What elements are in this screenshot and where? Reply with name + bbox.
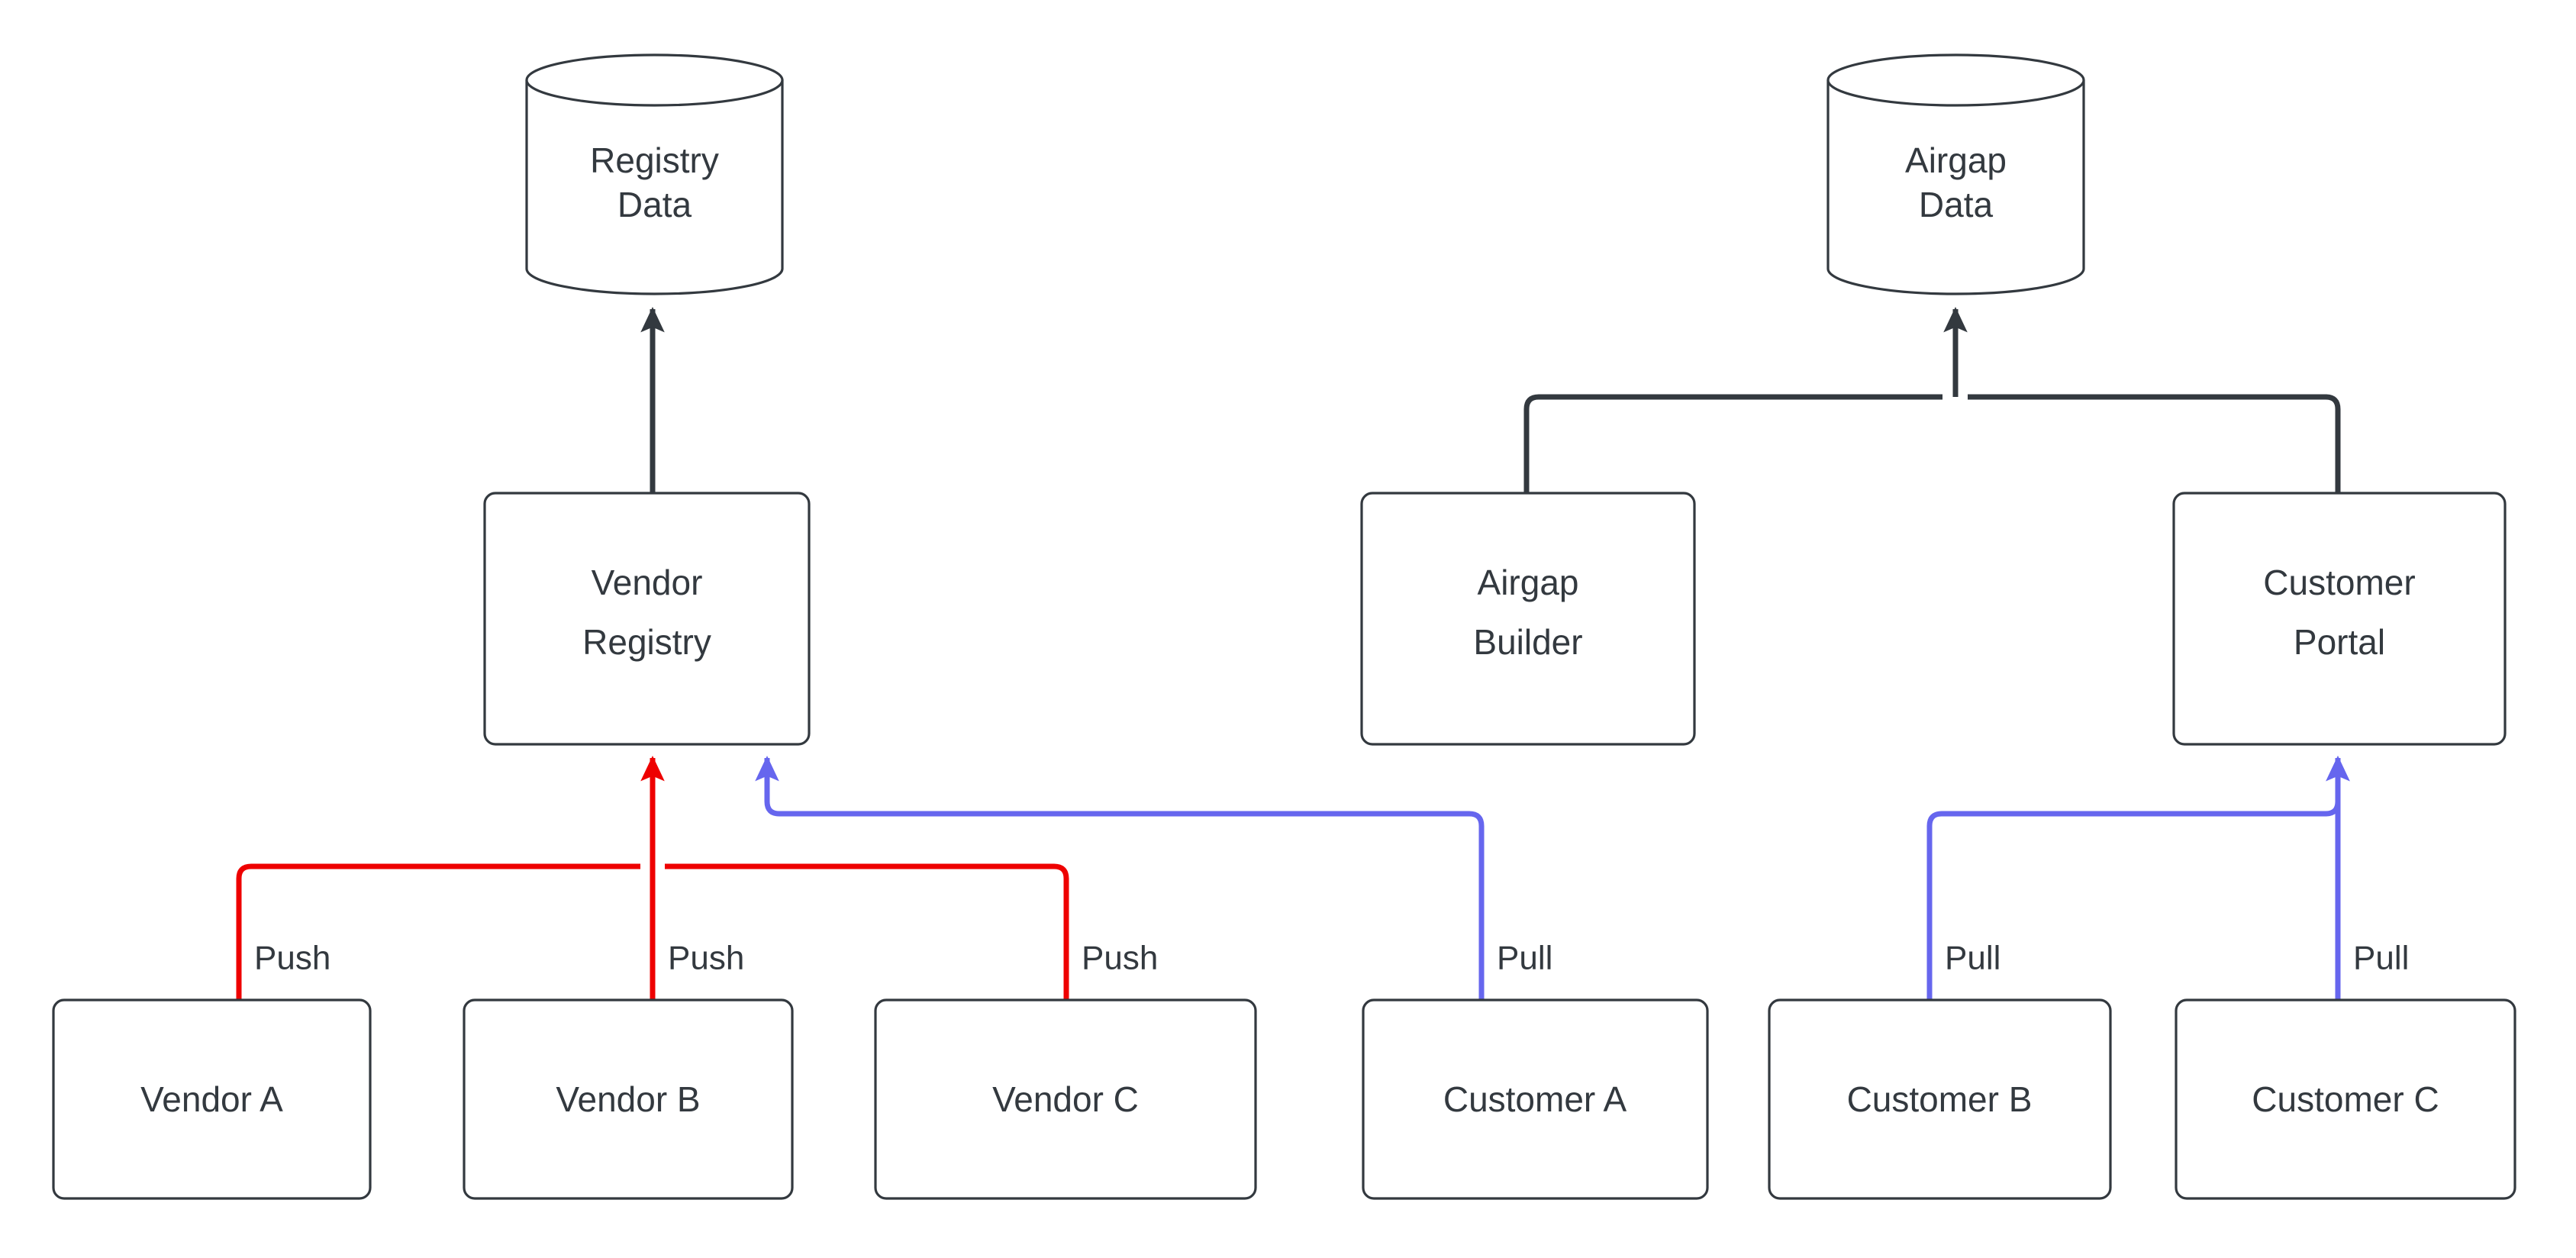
edge-label-pull-customer-b: Pull (1945, 940, 2001, 977)
edge-customer-portal-to-airgap-data (1968, 394, 2341, 493)
registry-data-cylinder-body (525, 80, 784, 295)
service-airgap-builder[interactable]: Airgap Builder (1360, 492, 1696, 746)
edge-label-push-vendor-c: Push (1082, 940, 1158, 977)
customer-a-label: Customer A (1443, 1079, 1627, 1119)
edge-label-push-vendor-b: Push (668, 940, 744, 977)
actor-customer-b[interactable]: Customer B (1768, 998, 2112, 1200)
edge-airgap-builder-to-airgap-data (1523, 394, 1942, 493)
actor-vendor-b[interactable]: Vendor B (463, 998, 794, 1200)
customer-portal-label-line1: Customer (2263, 563, 2415, 602)
actor-vendor-a[interactable]: Vendor A (52, 998, 372, 1200)
vendor-registry-label-line2: Registry (582, 622, 711, 662)
edge-label-pull-customer-c: Pull (2353, 940, 2409, 977)
edge-label-push-vendor-a: Push (254, 940, 330, 977)
edge-vendor-a-push (236, 863, 640, 1000)
registry-data-label-line1: Registry (590, 140, 719, 180)
edge-label-pull-customer-a: Pull (1497, 940, 1552, 977)
airgap-data-cylinder-top (1826, 53, 2085, 107)
datastore-airgap-data[interactable]: Airgap Data (1826, 53, 2085, 295)
customer-portal-box (2172, 492, 2507, 746)
edge-customer-a-pull (755, 755, 1485, 1000)
customer-c-box (2175, 998, 2516, 1200)
airgap-data-label-line2: Data (1919, 185, 1994, 224)
vendor-registry-label-line1: Vendor (592, 563, 703, 602)
service-customer-portal[interactable]: Customer Portal (2172, 492, 2507, 746)
actor-vendor-c[interactable]: Vendor C (874, 998, 1257, 1200)
airgap-builder-label-line1: Airgap (1478, 563, 1579, 602)
datastore-registry-data[interactable]: Registry Data (525, 53, 784, 295)
registry-data-label-line2: Data (617, 185, 692, 224)
actor-customer-c[interactable]: Customer C (2175, 998, 2516, 1200)
customer-c-label: Customer C (2252, 1079, 2439, 1119)
customer-portal-label-line2: Portal (2294, 622, 2385, 662)
customer-b-box (1768, 998, 2112, 1200)
vendor-c-box (874, 998, 1257, 1200)
vendor-registry-box (483, 492, 811, 746)
service-vendor-registry[interactable]: Vendor Registry (483, 492, 811, 746)
airgap-builder-label-line2: Builder (1473, 622, 1582, 662)
vendor-a-box (52, 998, 372, 1200)
edge-vendor-c-push (665, 863, 1069, 1000)
customer-b-label: Customer B (1847, 1079, 2033, 1119)
vendor-c-label: Vendor C (992, 1079, 1139, 1119)
actor-customer-a[interactable]: Customer A (1362, 998, 1709, 1200)
airgap-data-cylinder-body (1826, 80, 2085, 295)
airgap-builder-box (1360, 492, 1696, 746)
vendor-b-label: Vendor B (556, 1079, 700, 1119)
customer-a-box (1362, 998, 1709, 1200)
airgap-data-label-line1: Airgap (1905, 140, 2007, 180)
registry-data-cylinder-top (525, 53, 784, 107)
vendor-a-label: Vendor A (140, 1079, 283, 1119)
vendor-b-box (463, 998, 794, 1200)
